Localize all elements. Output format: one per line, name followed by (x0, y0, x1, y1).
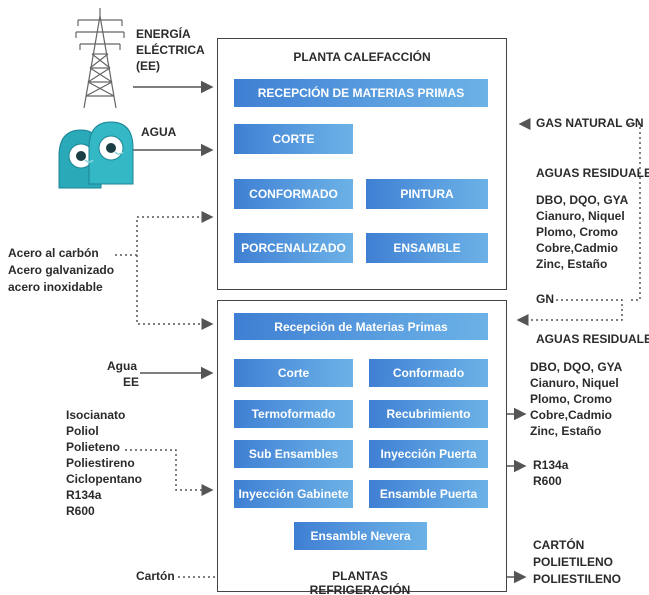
heating-box-forming: CONFORMADO (234, 179, 353, 209)
packaging-1: CARTÓN (533, 538, 585, 552)
refrig-box-door-assembly: Ensamble Puerta (369, 480, 488, 508)
pollutant-1-2: Cianuro, Niquel (536, 209, 625, 223)
energy-label-1: ENERGÍA (136, 27, 191, 41)
gn-label: GN (536, 292, 554, 306)
energy-label-2: ELÉCTRICA (136, 43, 205, 57)
refrig-box-fridge-assembly: Ensamble Nevera (294, 522, 427, 550)
heating-plant-title: PLANTA CALEFACCIÓN (293, 50, 431, 64)
refrig-box-cabinet-injection: Inyección Gabinete (234, 480, 353, 508)
pollutant-1-1: DBO, DQO, GYA (536, 193, 629, 207)
refrig-box-door-injection: Inyección Puerta (369, 440, 488, 468)
chemical-label-3: Polieteno (66, 440, 121, 454)
arrow-gn-refrigeration (516, 299, 623, 326)
pollutant-2-5: Zinc, Estaño (530, 424, 602, 438)
water-ee-label-1: Agua (107, 359, 137, 373)
packaging-2: POLIETILENO (533, 555, 614, 569)
chemical-label-6: R134a (66, 488, 102, 502)
bracket-heating-outputs (628, 123, 641, 301)
refrigerant-1: R134a (533, 458, 569, 472)
water-pipes-icon (58, 121, 134, 189)
heating-box-painting: PINTURA (366, 179, 488, 209)
pollutant-1-4: Cobre,Cadmio (536, 241, 619, 255)
refrigeration-plant-title: PLANTAS REFRIGERACIÓN (309, 569, 411, 595)
heating-box-reception: RECEPCIÓN DE MATERIAS PRIMAS (234, 79, 488, 107)
waste-title-2: AGUAS RESIDUALES (536, 332, 649, 346)
pollutant-2-3: Plomo, Cromo (530, 392, 613, 406)
pollutant-2-4: Cobre,Cadmio (530, 408, 613, 422)
pollutant-2-2: Cianuro, Niquel (530, 376, 619, 390)
refrig-box-forming: Conformado (369, 359, 488, 387)
arrow-steel-heating (115, 211, 214, 256)
water-ee-label-2: EE (123, 375, 140, 389)
gas-label: GAS NATURAL GN (536, 116, 644, 130)
chemical-label-7: R600 (66, 504, 95, 518)
chemical-label-1: Isocianato (66, 408, 126, 422)
carton-input-label: Cartón (136, 569, 175, 583)
water-label: AGUA (141, 125, 177, 139)
refrig-box-coating: Recubrimiento (369, 400, 488, 428)
heating-box-enameling: PORCENALIZADO (234, 233, 353, 263)
steel-label-2: Acero galvanizado (8, 263, 115, 277)
refrig-box-subassemblies: Sub Ensambles (234, 440, 353, 468)
pollutant-1-3: Plomo, Cromo (536, 225, 619, 239)
steel-label-3: acero inoxidable (8, 280, 103, 294)
refrigerant-2: R600 (533, 474, 562, 488)
refrig-box-thermoforming: Termoformado (234, 400, 353, 428)
chemical-label-2: Poliol (66, 424, 99, 438)
pollutant-1-5: Zinc, Estaño (536, 257, 608, 271)
refrig-box-cutting: Corte (234, 359, 353, 387)
chemical-label-5: Ciclopentano (66, 472, 143, 486)
energy-label-3: (EE) (136, 59, 160, 73)
pollutant-2-1: DBO, DQO, GYA (530, 360, 623, 374)
steel-label-1: Acero al carbón (8, 246, 99, 260)
packaging-3: POLIESTILENO (533, 572, 622, 586)
electric-tower-icon (75, 8, 125, 109)
heating-box-cutting: CORTE (234, 124, 353, 154)
chemical-label-4: Poliestireno (66, 456, 135, 470)
heating-box-assembly: ENSAMBLE (366, 233, 488, 263)
arrow-chemicals (125, 449, 214, 496)
waste-title-1: AGUAS RESIDUALES (536, 166, 649, 180)
refrig-box-reception: Recepción de Materias Primas (234, 313, 488, 340)
arrow-steel-refrigeration (136, 255, 214, 330)
